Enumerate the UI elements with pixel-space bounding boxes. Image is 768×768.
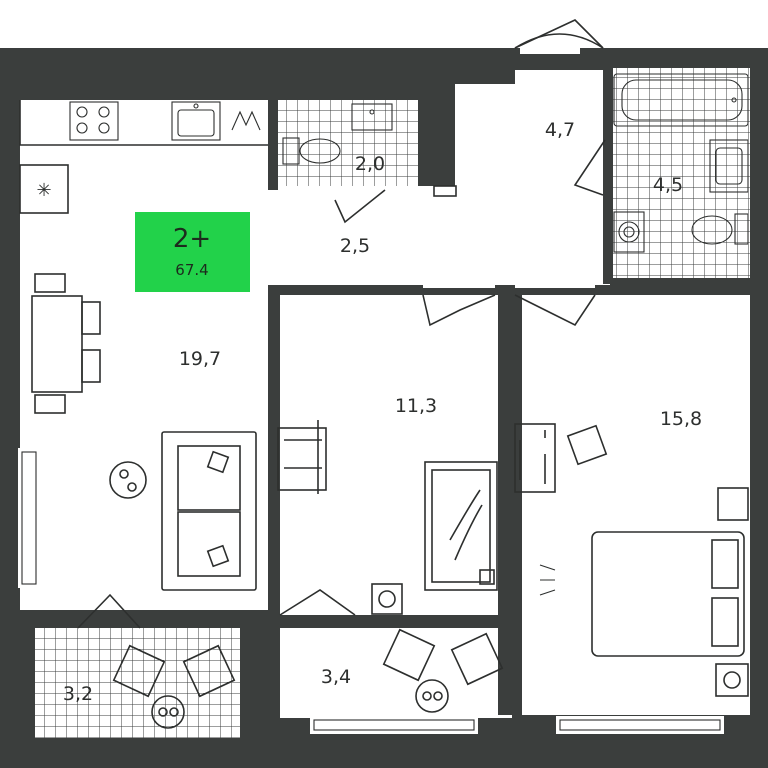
dining-table bbox=[31, 273, 101, 414]
room-label-bathroom: 4,5 bbox=[653, 174, 683, 196]
svg-text:✳: ✳ bbox=[36, 180, 51, 201]
tv-unit bbox=[514, 423, 556, 493]
room-label-loggia-middle: 3,4 bbox=[321, 666, 351, 688]
badge-rooms: 2+ bbox=[173, 224, 211, 254]
kitchen-sink-icon bbox=[171, 101, 221, 141]
bedside-tables bbox=[715, 487, 749, 697]
toilet-icon bbox=[282, 137, 341, 165]
shelf bbox=[433, 185, 457, 197]
bathtub-icon bbox=[613, 73, 749, 127]
interior-walls bbox=[20, 48, 768, 715]
wardrobe bbox=[277, 420, 327, 494]
room-label-entrance: 4,7 bbox=[545, 119, 575, 141]
armchair bbox=[566, 424, 608, 466]
plant-icon bbox=[231, 110, 261, 131]
nightstand bbox=[371, 583, 403, 615]
badge-area: 67.4 bbox=[175, 261, 208, 279]
room-label-hall: 2,5 bbox=[340, 235, 370, 257]
badge-background bbox=[135, 212, 250, 292]
double-bed bbox=[591, 531, 745, 657]
bathroom-toilet-icon bbox=[691, 213, 749, 245]
sofa bbox=[161, 431, 257, 591]
bathroom-sink-icon bbox=[709, 139, 749, 193]
bed-single bbox=[424, 461, 498, 591]
windows bbox=[18, 40, 724, 734]
kitchen-counter: ✳ bbox=[19, 100, 268, 214]
coffee-table bbox=[109, 461, 147, 499]
room-label-loggia-left: 3,2 bbox=[63, 683, 93, 705]
room-label-bedroom-right: 15,8 bbox=[660, 408, 702, 430]
room-label-bedroom-middle: 11,3 bbox=[395, 395, 437, 417]
washing-machine-icon bbox=[613, 211, 645, 253]
washbasin-icon bbox=[351, 103, 393, 131]
flat-type-badge: 2+ 67.4 bbox=[135, 212, 250, 292]
tiled-areas bbox=[35, 68, 750, 738]
doors bbox=[77, 19, 606, 629]
stove-icon bbox=[69, 101, 119, 141]
room-label-living-kitchen: 19,7 bbox=[179, 348, 221, 370]
loggia-middle-furniture bbox=[382, 628, 504, 713]
wall-lamp-icon bbox=[539, 564, 556, 596]
room-label-bathroom-small: 2,0 bbox=[355, 153, 385, 175]
loggia-left-furniture bbox=[112, 644, 236, 729]
